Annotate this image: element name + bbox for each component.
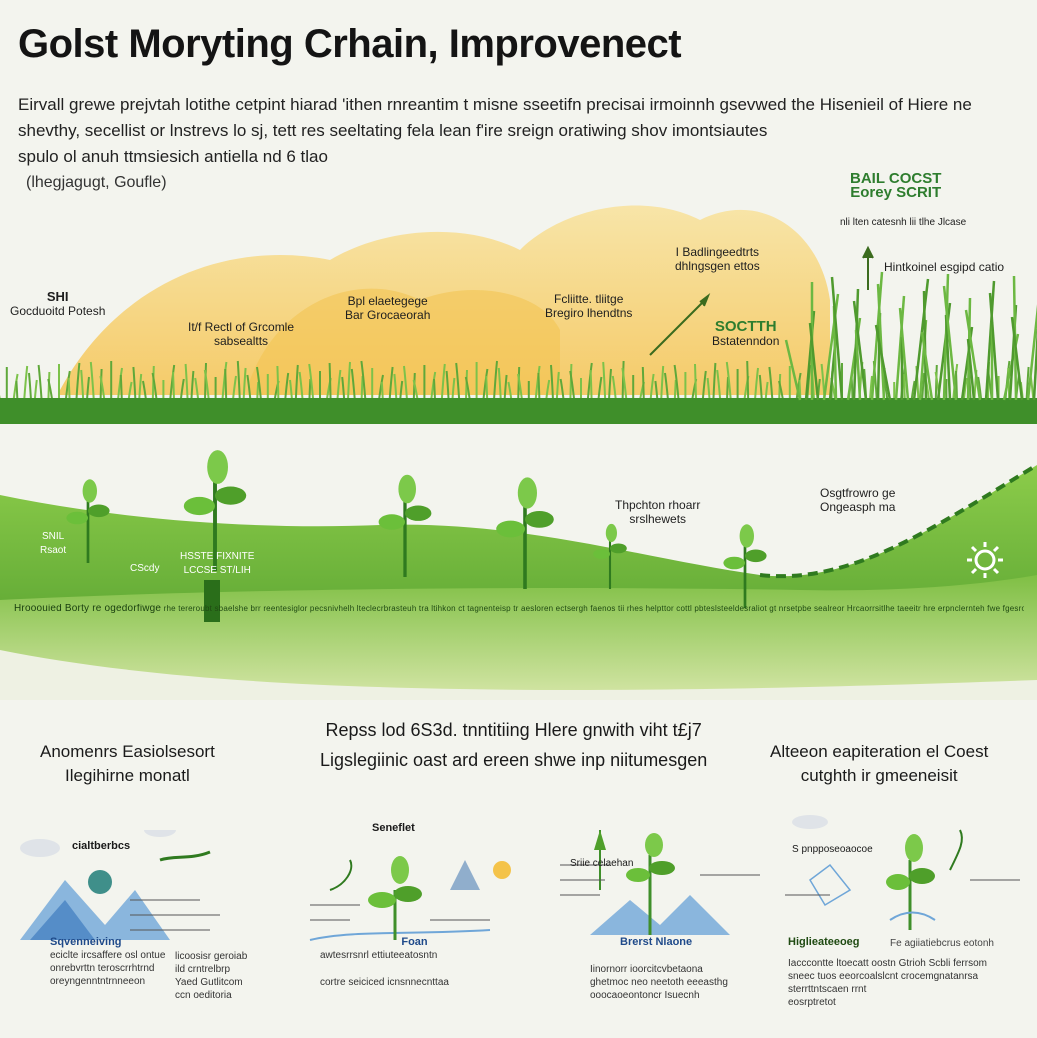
seedling <box>378 474 432 578</box>
network-seedling-illustration <box>785 815 1020 930</box>
sunlit-hills <box>60 205 830 395</box>
ground-line <box>0 398 1037 424</box>
mountain-illustration <box>20 830 220 940</box>
seedling <box>593 523 627 589</box>
panel-caption: Sqvenneiving eciclte ircsaffere osl ontu… <box>50 936 166 987</box>
scene-label-cost: BAIL COCST Eorey SCRIT <box>850 170 942 201</box>
section-heading-center: Repss lod 6S3d. tnntitiing Hlere gnwith … <box>320 720 708 770</box>
seedling-row <box>66 450 767 609</box>
ground-label: Osgtfrowro ge Ongeasph ma <box>820 486 896 514</box>
ground-label: Thpchton rhoarr srslhewets <box>615 498 701 526</box>
panel-caption: Foan awtesrrsnrl ettiuteeatosntn cortre … <box>320 936 449 988</box>
intro-source: (lhegjagugt, Goufle) <box>26 174 167 191</box>
growth-arrow <box>649 245 874 356</box>
panel-caption: Higlieateeoeg Iacccontte ltoecatt oostn … <box>788 936 987 1008</box>
seedling <box>496 477 554 590</box>
scene-label: I Badlingeedtrts dhlngsgen ettos <box>675 245 760 273</box>
panel-side-notes: licoosisr geroiab ild crntrelbrp Yaed Gu… <box>175 951 248 1001</box>
green-field <box>0 463 1037 700</box>
intro-line: spulo ol anuh ttmsiesich antiella nd 6 t… <box>18 147 328 166</box>
scene-label: Fcliitte. tliitge Bregiro lhendtns <box>545 292 633 320</box>
panel-title: S pnpposeoaocoe <box>792 844 873 855</box>
panel-title: cialtberbcs <box>72 840 131 852</box>
panel-side-label: Fe agiiatiebcrus eotonh <box>890 938 994 949</box>
seedling <box>183 450 247 571</box>
info-panel-2: Seneflet Foan awtesrrsnrl ettiuteeatosnt… <box>290 810 530 1030</box>
panel-title: Sriie celaehan <box>570 858 634 869</box>
mountain-seedling-illustration <box>560 830 760 935</box>
scene-label: Hintkoinel esgipd catio <box>884 260 1005 274</box>
soil-band-caption: Hrooouied Borty re ogedorfiwge rhe terer… <box>14 604 1024 614</box>
ground-label: SNIL Rsaot <box>40 531 67 556</box>
scene-label: Bpl elaetegege Bar Grocaeorah <box>345 294 431 322</box>
section-heading-left: Anomenrs Easiolsesort Ilegihirne monatl <box>40 742 215 785</box>
seedling <box>66 479 110 564</box>
seedling <box>723 524 767 609</box>
sun-gear-icon <box>967 542 1003 578</box>
scene-label: It/f Rectl of Grcomle sabsealtts <box>188 320 295 348</box>
intro-line: shevthy, secellist or lnstrevs lo sj, te… <box>18 121 768 140</box>
tall-grass-cluster <box>784 271 1037 401</box>
scene-label-south: SOCTTH Bstatenndon <box>712 318 780 348</box>
section-heading-right: Alteeon eapiteration el Coest cutghth ir… <box>770 742 989 785</box>
info-panel-4: S pnpposeoaocoe Higlieateeoeg Iacccontte… <box>780 810 1030 1030</box>
soil-marker <box>204 580 220 622</box>
ground-label: HSSTE FIXNITE LCCSE ST/LIH <box>180 551 255 576</box>
page-title: Golst Moryting Crhain, Improvenect <box>18 22 682 66</box>
info-panel-3: Sriie celaehan Brerst Nlaone Iinornorr i… <box>550 810 780 1030</box>
scene-label-soil: SHI Gocduoitd Potesh <box>10 289 106 319</box>
seedling-illustration <box>309 856 511 941</box>
panel-title: Seneflet <box>372 822 415 834</box>
panel-caption: Brerst Nlaone Iinornorr ioorcitcvbetaona… <box>590 936 728 1001</box>
landscape-illustration <box>0 205 1037 700</box>
info-panel-1: cialtberbcs Sqvenneiving eciclte ircsaff… <box>10 810 260 1030</box>
intro-line: Eirvall grewe prejvtah lotithe cetpint h… <box>18 95 972 114</box>
ground-label: CScdy <box>130 563 160 574</box>
scene-label: nli lten catesnh lii tlhe Jlcase <box>840 217 967 228</box>
intro-paragraph: Eirvall grewe prejvtah lotithe cetpint h… <box>18 92 1018 196</box>
